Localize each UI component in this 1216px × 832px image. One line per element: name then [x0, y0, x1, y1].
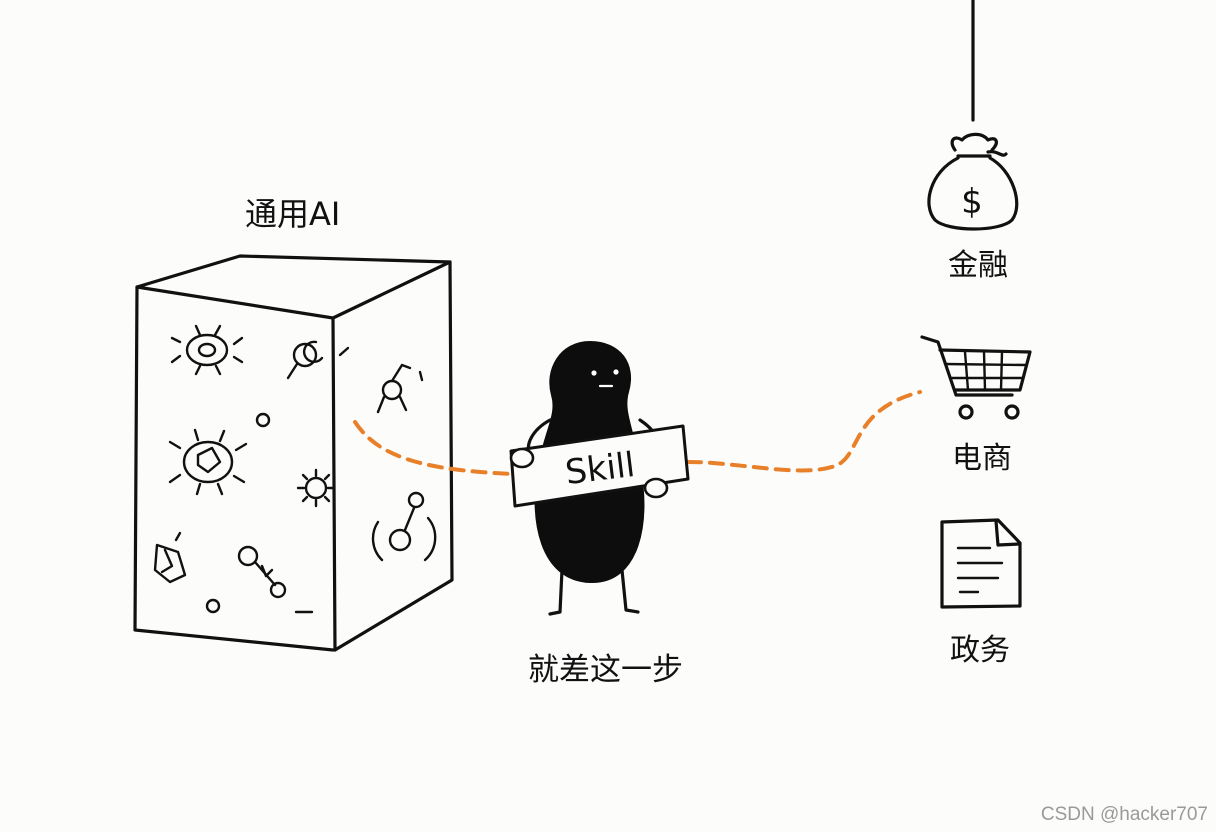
- shopping-cart-icon: [920, 335, 1032, 420]
- virus-icon: [170, 324, 244, 376]
- watermark: CSDN @hacker707: [1040, 804, 1208, 825]
- domain-label-finance: 金融: [948, 248, 1008, 283]
- caption-text: 就差这一步: [528, 652, 683, 688]
- broken-shield-icon: [153, 531, 187, 584]
- wrench-arrow-icon: [237, 545, 287, 599]
- character-hand-left: [509, 447, 535, 469]
- box-title: 通用AI: [245, 195, 340, 233]
- node-figure-icon: [376, 363, 424, 414]
- document-icon: [940, 518, 1022, 609]
- dot-icon-2: [205, 598, 221, 614]
- edge-tick: [338, 346, 350, 357]
- character: Skill: [509, 340, 690, 616]
- skill-connection-path: [353, 390, 922, 476]
- character-hand-right: [643, 477, 669, 499]
- general-ai-box: 通用AI: [133, 195, 454, 652]
- character-eye-left: [591, 370, 597, 376]
- domain-label-ecommerce: 电商: [952, 441, 1012, 476]
- domain-label-government: 政务: [950, 633, 1010, 668]
- money-symbol: $: [961, 182, 983, 222]
- character-eye-right: [613, 369, 619, 375]
- dot-icon: [255, 412, 271, 428]
- domain-finance: $ 金融: [927, 132, 1019, 283]
- skill-sign: Skill: [509, 424, 690, 508]
- skill-sign-text: Skill: [563, 445, 637, 493]
- broken-virus-icon: [168, 428, 248, 496]
- domain-ecommerce: 电商: [920, 335, 1032, 476]
- gear-icon: [296, 468, 336, 508]
- domain-government: 政务: [940, 518, 1022, 668]
- moon-magnifier-icon: [286, 340, 324, 380]
- money-bag-icon: $: [927, 132, 1019, 231]
- node-sound-icon: [371, 491, 437, 562]
